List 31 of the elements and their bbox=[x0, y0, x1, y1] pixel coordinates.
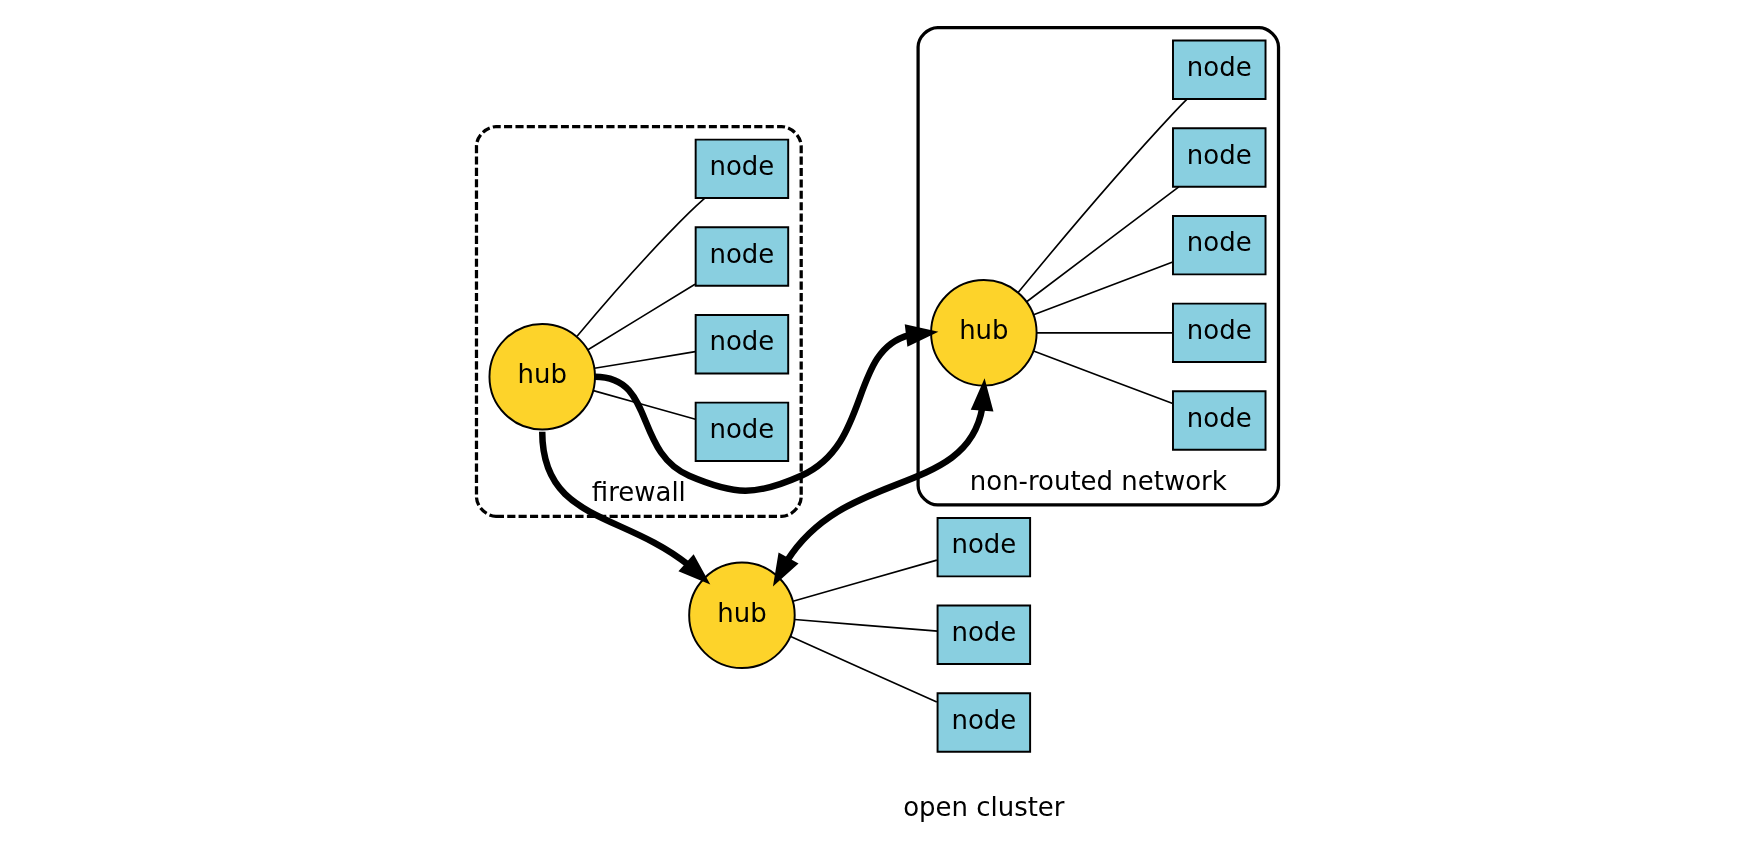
connector bbox=[792, 559, 938, 602]
connector bbox=[576, 197, 706, 337]
node-box: node bbox=[936, 516, 1032, 578]
node-box: node bbox=[694, 226, 790, 287]
node-box: node bbox=[1172, 390, 1267, 451]
node-circle: hub bbox=[930, 279, 1038, 387]
node-box: node bbox=[936, 692, 1032, 753]
connector bbox=[592, 389, 697, 421]
node-box: node bbox=[1172, 214, 1267, 276]
connector bbox=[587, 283, 696, 351]
connector bbox=[1017, 98, 1188, 294]
label: open cluster bbox=[903, 792, 1065, 823]
connector bbox=[793, 618, 939, 632]
node-box: node bbox=[1172, 127, 1267, 188]
connector bbox=[1026, 186, 1180, 303]
node-box: node bbox=[694, 314, 790, 375]
arrow bbox=[539, 431, 711, 585]
connector bbox=[789, 635, 938, 703]
connector bbox=[1036, 332, 1174, 334]
node-circle: hub bbox=[688, 561, 796, 670]
node-box: node bbox=[1172, 302, 1267, 364]
arrow bbox=[594, 324, 939, 494]
connector bbox=[1032, 261, 1174, 316]
connector bbox=[1032, 350, 1174, 405]
node-box: node bbox=[694, 138, 790, 200]
arrow bbox=[772, 378, 994, 587]
connector bbox=[593, 350, 697, 370]
node-box: node bbox=[694, 401, 790, 463]
node-box: node bbox=[1172, 39, 1267, 100]
node-circle: hub bbox=[488, 322, 596, 431]
node-box: node bbox=[936, 604, 1032, 665]
